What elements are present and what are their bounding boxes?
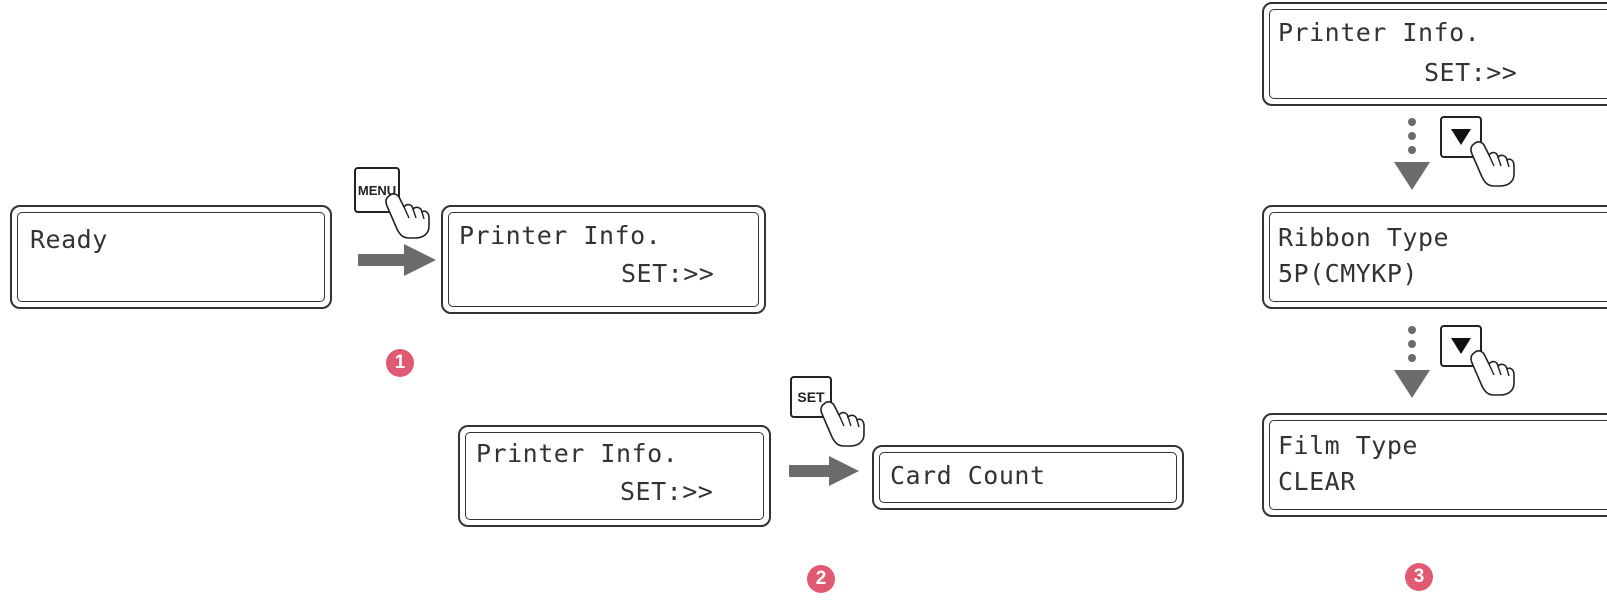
lcd-line-1: Film Type [1278, 431, 1418, 460]
lcd-ready: Ready [10, 205, 332, 309]
arrow-right-icon [358, 244, 436, 276]
lcd-line-1: Printer Info. [1278, 18, 1481, 47]
hand-pointer-icon [1470, 350, 1515, 396]
lcd-printer-info-2: Printer Info. SET:>> [458, 425, 771, 527]
dotted-arrow-down-icon [1394, 118, 1430, 190]
step-badge-1: 1 [386, 349, 414, 377]
lcd-line-2: CLEAR [1278, 467, 1356, 496]
down-triangle-icon [1451, 129, 1471, 145]
lcd-printer-info-1: Printer Info. SET:>> [441, 205, 766, 314]
lcd-printer-info-3: Printer Info. SET:>> [1262, 2, 1607, 106]
menu-button[interactable]: MENU [354, 167, 400, 213]
step-badge-3: 3 [1405, 563, 1433, 591]
lcd-line-1: Ribbon Type [1278, 223, 1450, 252]
lcd-ribbon-type: Ribbon Type 5P(CMYKP) [1262, 205, 1607, 309]
step-badge-2: 2 [807, 565, 835, 593]
down-triangle-icon [1451, 338, 1471, 354]
lcd-line-2: SET:>> [621, 259, 715, 288]
lcd-ready-text: Ready [30, 225, 108, 254]
lcd-line-2: SET:>> [620, 477, 714, 506]
lcd-card-count: Card Count [872, 445, 1184, 510]
hand-pointer-icon [385, 193, 430, 239]
arrow-right-icon [789, 456, 859, 486]
lcd-line-1: Printer Info. [476, 439, 679, 468]
lcd-line-1: Printer Info. [459, 221, 662, 250]
lcd-line-2: SET:>> [1424, 58, 1518, 87]
lcd-line-2: 5P(CMYKP) [1278, 259, 1418, 288]
hand-pointer-icon [820, 401, 865, 447]
lcd-line-1: Card Count [890, 461, 1046, 490]
hand-pointer-icon [1470, 141, 1515, 187]
lcd-film-type: Film Type CLEAR [1262, 413, 1607, 517]
dotted-arrow-down-icon [1394, 326, 1430, 398]
